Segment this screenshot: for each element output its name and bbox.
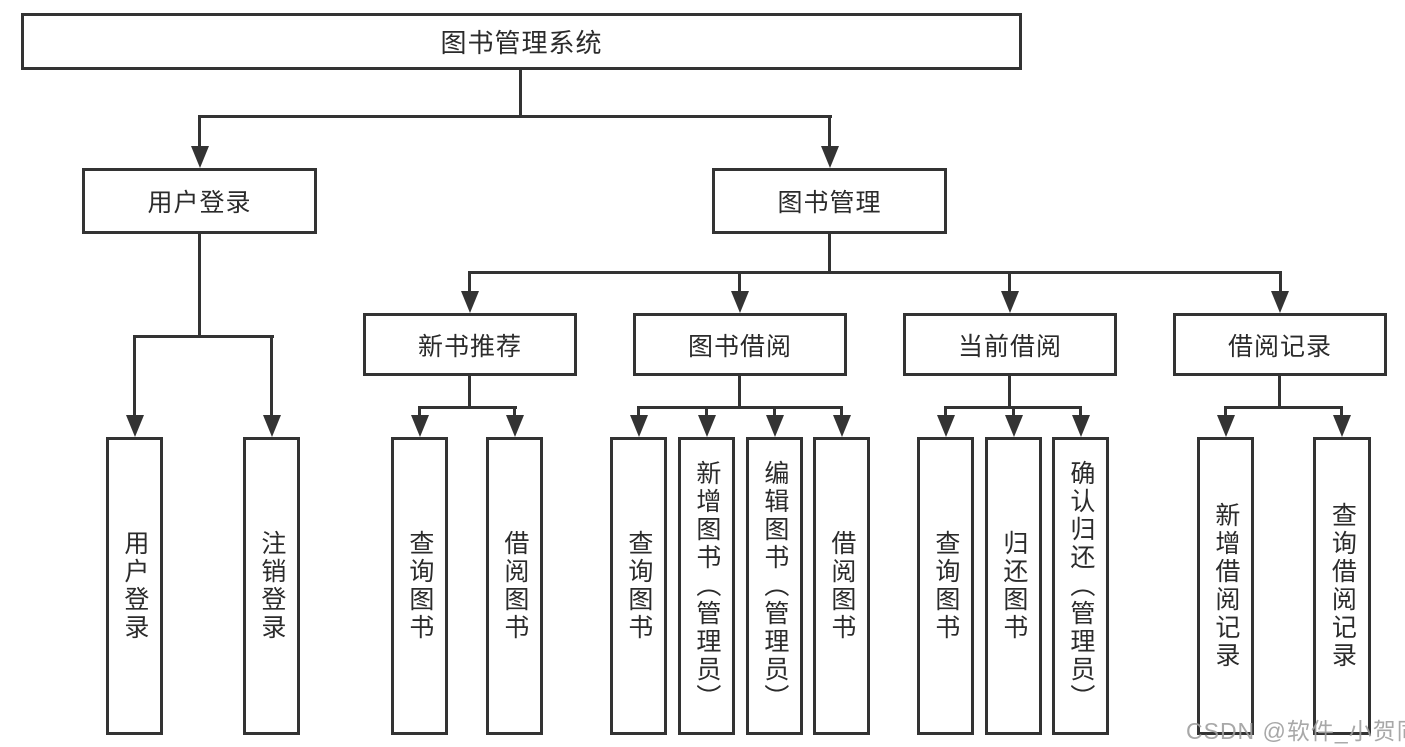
arrowhead-icon [506,415,524,437]
leaf-logout: 注销登录 [243,437,300,735]
connector-line [133,335,136,417]
node-book-borrowing: 图书借阅 [633,313,847,376]
connector-line [1224,406,1227,420]
arrowhead-icon [833,415,851,437]
node-label: 新增图书（管理员） [692,460,721,712]
connector-line [513,406,516,420]
node-label: 查询借阅记录 [1328,502,1357,670]
node-label: 查询图书 [624,530,653,642]
arrowhead-icon [731,291,749,313]
connector-line [198,234,201,338]
node-label: 借阅图书 [500,530,529,642]
node-book-management: 图书管理 [712,168,947,234]
csdn-watermark: CSDN @软件_小贺同学 [1186,718,1405,744]
arrowhead-icon [1072,415,1090,437]
node-label: 查询图书 [931,530,960,642]
arrowhead-icon [698,415,716,437]
leaf-query-books-current: 查询图书 [917,437,974,735]
node-borrowing-records: 借阅记录 [1173,313,1387,376]
leaf-query-books-borrowing: 查询图书 [610,437,667,735]
arrowhead-icon [1217,415,1235,437]
leaf-add-borrow-record: 新增借阅记录 [1197,437,1254,735]
node-label: 新书推荐 [417,332,522,361]
node-label: 借阅图书 [827,530,856,642]
connector-line [944,406,947,420]
connector-line [637,406,843,409]
leaf-return-books: 归还图书 [985,437,1042,735]
connector-line [468,271,471,295]
connector-line [828,115,831,150]
leaf-confirm-return-admin: 确认归还（管理员） [1052,437,1109,735]
connector-line [705,406,708,420]
connector-line [828,234,831,274]
connector-line [637,406,640,420]
node-label: 归还图书 [999,530,1028,642]
leaf-query-borrow-record: 查询借阅记录 [1313,437,1371,735]
node-new-book-recommend: 新书推荐 [363,313,577,376]
connector-line [738,376,741,408]
node-current-borrowing: 当前借阅 [903,313,1117,376]
node-library-management-system: 图书管理系统 [21,13,1022,70]
arrowhead-icon [766,415,784,437]
arrowhead-icon [191,146,209,168]
connector-line [1008,376,1011,408]
arrowhead-icon [411,415,429,437]
node-label: 图书管理 [777,189,882,217]
connector-line [1012,406,1015,420]
connector-line [468,376,471,408]
arrowhead-icon [630,415,648,437]
arrowhead-icon [1001,291,1019,313]
node-label: 图书借阅 [687,332,792,361]
connector-line [418,406,421,420]
node-label: 查询图书 [405,530,434,642]
leaf-query-books-recommend: 查询图书 [391,437,448,735]
leaf-edit-books-admin: 编辑图书（管理员） [746,437,803,735]
connector-line [1279,271,1282,295]
connector-line [133,335,274,338]
connector-line [1224,406,1343,409]
connector-line [738,271,741,295]
connector-line [1079,406,1082,420]
connector-line [1278,376,1281,408]
arrowhead-icon [821,146,839,168]
leaf-add-books-admin: 新增图书（管理员） [678,437,735,735]
arrowhead-icon [263,415,281,437]
arrowhead-icon [1333,415,1351,437]
connector-line [1008,271,1011,295]
connector-line [1340,406,1343,420]
connector-line [270,335,273,417]
connector-line [198,115,832,118]
arrowhead-icon [1005,415,1023,437]
arrowhead-icon [461,291,479,313]
node-label: 用户登录 [120,530,149,642]
arrowhead-icon [937,415,955,437]
connector-line [519,69,522,118]
node-label: 用户登录 [147,189,252,217]
leaf-user-login: 用户登录 [106,437,163,735]
node-user-login: 用户登录 [82,168,317,234]
leaf-borrow-books-recommend: 借阅图书 [486,437,543,735]
node-label: 图书管理系统 [440,28,603,58]
connector-line [840,406,843,420]
node-label: 当前借阅 [957,332,1062,361]
node-label: 借阅记录 [1227,332,1332,361]
node-label: 确认归还（管理员） [1066,460,1095,712]
node-label: 注销登录 [257,530,286,642]
connector-line [198,115,201,150]
node-label: 新增借阅记录 [1211,502,1240,670]
node-label: 编辑图书（管理员） [760,460,789,712]
leaf-borrow-books: 借阅图书 [813,437,870,735]
connector-line [773,406,776,420]
connector-line [418,406,517,409]
connector-line [468,271,1282,274]
arrowhead-icon [1271,291,1289,313]
arrowhead-icon [126,415,144,437]
